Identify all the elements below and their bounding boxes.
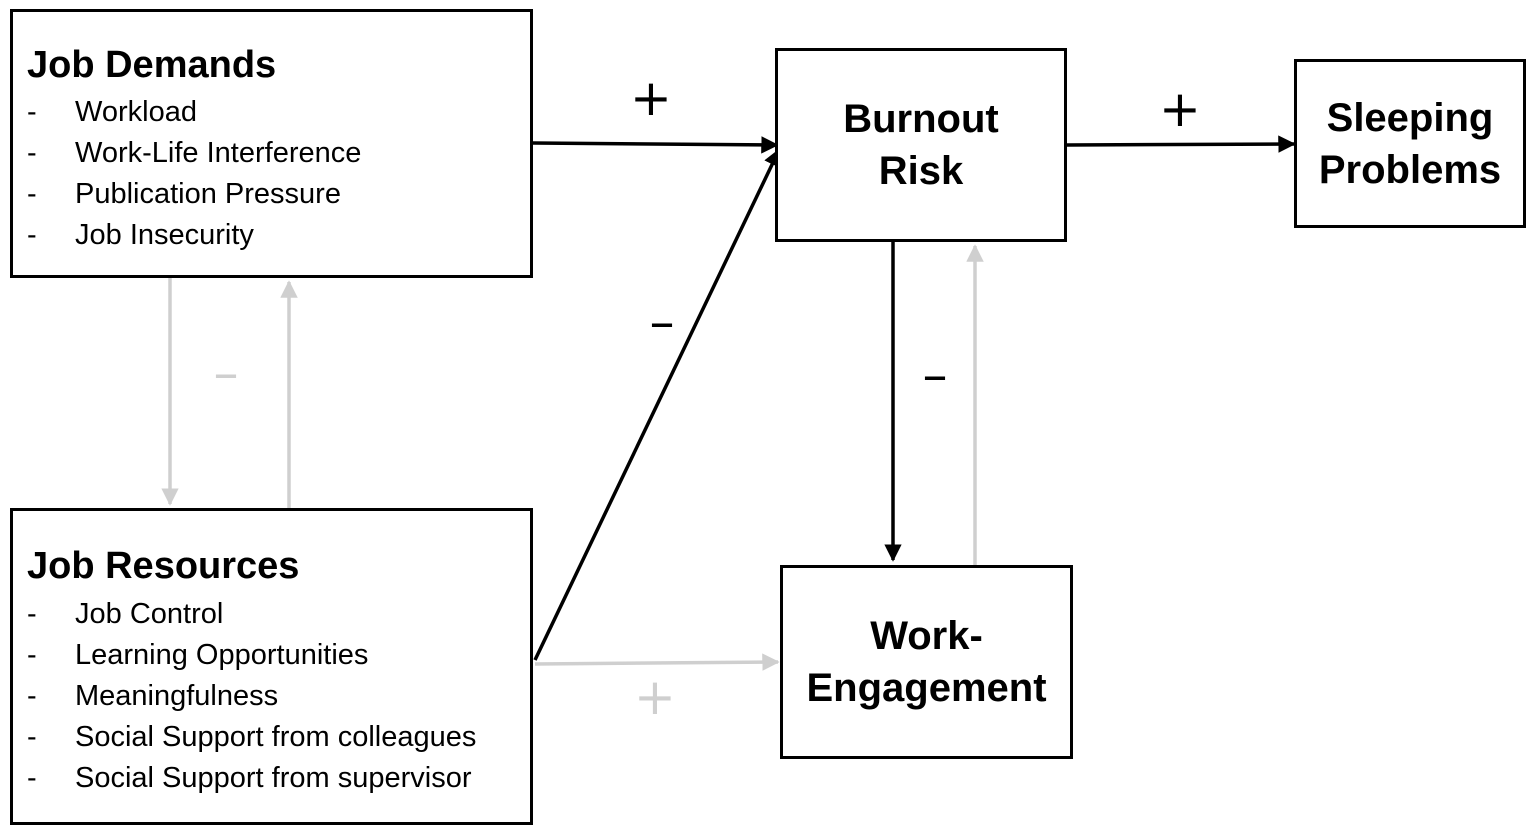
- list-bullet: -: [27, 178, 37, 210]
- list-item: - Workload: [27, 92, 361, 133]
- burnout-risk-title: Burnout Risk: [843, 97, 999, 193]
- list-bullet: -: [27, 137, 37, 169]
- burnout-risk-box: Burnout Risk: [775, 48, 1067, 242]
- edge-burnout-to-sleep: [1066, 135, 1296, 153]
- job-resources-box: Job Resources - Job Control - Learning O…: [10, 508, 533, 825]
- list-item: - Work-Life Interference: [27, 133, 361, 174]
- edge-resources-to-engagement: [534, 653, 780, 671]
- list-bullet: -: [27, 680, 37, 712]
- edge-sign-burnout-sleep: +: [1159, 80, 1201, 138]
- work-engagement-title: Work- Engagement: [806, 614, 1047, 710]
- job-demands-title: Job Demands: [27, 44, 277, 86]
- job-resources-title: Job Resources: [27, 545, 300, 587]
- list-item: - Social Support from supervisor: [27, 758, 476, 799]
- list-item-label: Social Support from supervisor: [75, 762, 472, 794]
- list-item-label: Publication Pressure: [75, 178, 341, 210]
- work-engagement-box: Work- Engagement: [780, 565, 1073, 759]
- list-item: - Job Control: [27, 594, 476, 635]
- edge-resources-to-burnout: [533, 148, 781, 661]
- list-bullet: -: [27, 639, 37, 671]
- job-demands-box: Job Demands - Workload - Work-Life Inter…: [10, 9, 533, 278]
- sleeping-problems-title: Sleeping Problems: [1318, 95, 1502, 192]
- list-item: - Social Support from colleagues: [27, 717, 476, 758]
- edge-sign-resources-burnout: –: [649, 293, 675, 351]
- list-item-label: Work-Life Interference: [75, 137, 362, 169]
- edge-sign-demands-resources: –: [213, 344, 239, 402]
- edge-sign-burnout-engagement: –: [922, 346, 948, 404]
- list-bullet: -: [27, 219, 37, 251]
- edge-sign-resources-engagement: +: [634, 668, 676, 726]
- edge-sign-demands-burnout: +: [630, 69, 672, 127]
- list-item-label: Job Control: [75, 598, 224, 630]
- list-item-label: Job Insecurity: [75, 219, 254, 251]
- job-demands-list: - Workload - Work-Life Interference - Pu…: [27, 92, 361, 256]
- list-item: - Learning Opportunities: [27, 635, 476, 676]
- list-bullet: -: [27, 96, 37, 128]
- list-item: - Job Insecurity: [27, 215, 361, 256]
- job-resources-list: - Job Control - Learning Opportunities -…: [27, 594, 476, 799]
- list-item-label: Learning Opportunities: [75, 639, 369, 671]
- edge-demands-to-burnout: [532, 136, 779, 154]
- list-item-label: Workload: [75, 96, 197, 128]
- sleeping-problems-box: Sleeping Problems: [1294, 59, 1526, 228]
- list-item: - Publication Pressure: [27, 174, 361, 215]
- list-item-label: Social Support from colleagues: [75, 721, 477, 753]
- list-bullet: -: [27, 598, 37, 630]
- list-item: - Meaningfulness: [27, 676, 476, 717]
- list-bullet: -: [27, 762, 37, 794]
- list-bullet: -: [27, 721, 37, 753]
- list-item-label: Meaningfulness: [75, 680, 279, 712]
